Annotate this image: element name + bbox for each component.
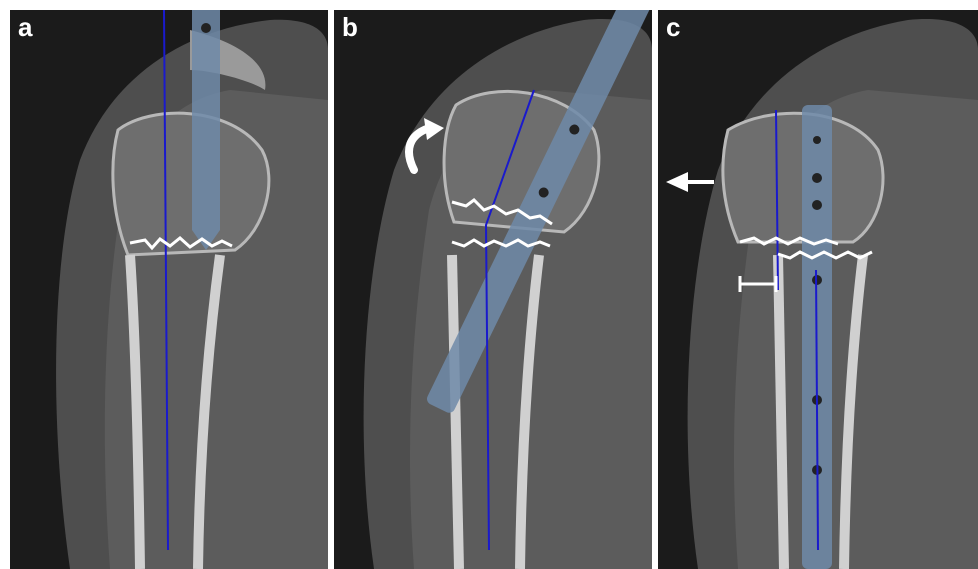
panel-label-a: a	[18, 14, 32, 40]
panel-c: c	[658, 10, 978, 569]
ct-image-c	[658, 10, 978, 569]
panel-label-b: b	[342, 14, 358, 40]
ct-image-a	[10, 10, 328, 569]
ct-image-b	[334, 10, 652, 569]
panel-b: b	[334, 10, 652, 569]
panel-a: a	[10, 10, 328, 569]
panel-label-c: c	[666, 14, 680, 40]
